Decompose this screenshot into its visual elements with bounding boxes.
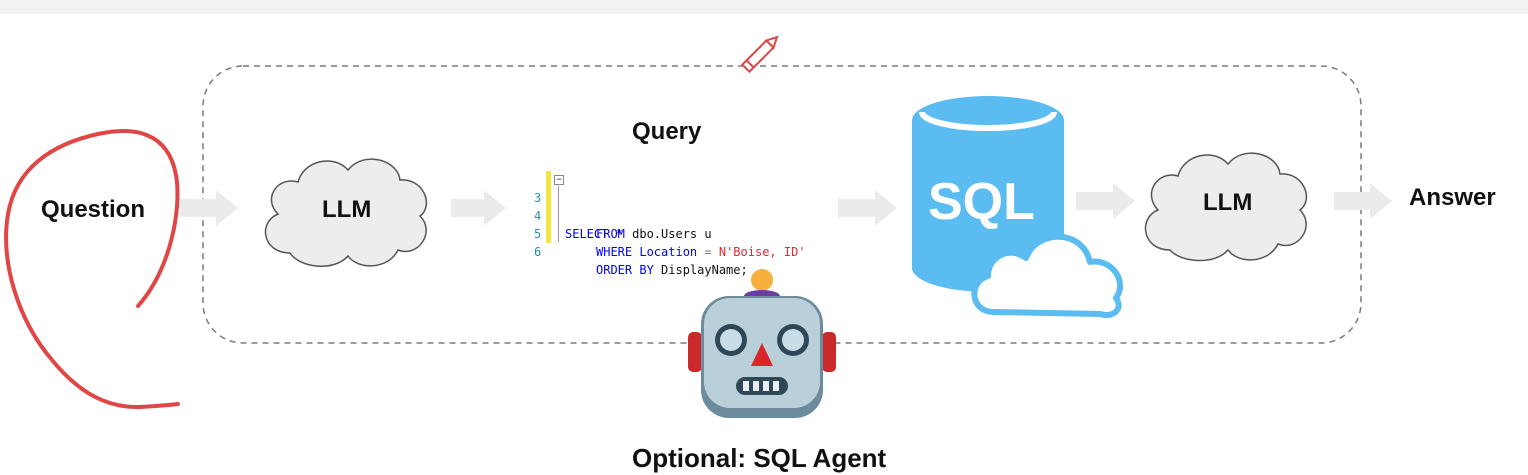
arrow-icon (838, 190, 897, 226)
top-bar (0, 0, 1528, 14)
agent-label: Optional: SQL Agent (632, 443, 887, 473)
code-keyword: ORDER BY (596, 263, 654, 277)
code-text: dbo.Users u (624, 227, 712, 241)
code-keyword: FROM (596, 227, 625, 241)
robot-icon (688, 269, 836, 418)
code-line: 3 − SELECT * (534, 171, 623, 241)
arrow-icon (1076, 183, 1135, 219)
line-number: 5 (534, 227, 542, 241)
line-number: 4 (534, 209, 542, 223)
code-string: N'Boise, ID' (718, 245, 806, 259)
llm-cloud-1 (264, 158, 428, 268)
code-identifier: Location (632, 245, 698, 259)
code-text: * (608, 227, 623, 241)
code-keyword: SELECT (565, 227, 609, 241)
code-line: 4 FROM dbo.Users u (534, 189, 712, 241)
code-keyword: WHERE (596, 245, 633, 259)
llm-label-2: LLM (1203, 189, 1253, 216)
fold-toggle-icon[interactable]: − (554, 175, 564, 185)
changed-lines-marker (546, 171, 551, 243)
hand-drawn-circle (4, 129, 180, 410)
code-line: 5 WHERE Location = N'Boise, ID' (534, 207, 806, 259)
arrow-icon (1334, 183, 1392, 219)
query-title: Query (632, 118, 702, 145)
pencil-icon[interactable] (740, 33, 780, 74)
line-number: 6 (534, 245, 542, 259)
sql-label: SQL (928, 173, 1035, 231)
code-operator: = (697, 245, 719, 259)
cloud-icon (971, 233, 1124, 318)
code-text: DisplayName; (653, 263, 748, 277)
arrow-icon (451, 190, 506, 226)
database-icon (912, 96, 1064, 292)
llm-cloud-2 (1144, 152, 1308, 262)
llm-label-1: LLM (322, 196, 372, 223)
arrow-icon (180, 190, 238, 226)
sql-query-snippet: 3 − SELECT * 4 FROM dbo.Users u 5 WHERE … (534, 171, 806, 277)
question-label: Question (41, 196, 146, 223)
code-line: 6 ORDER BY DisplayName; (534, 225, 748, 277)
fold-guide (558, 186, 559, 242)
line-number: 3 (534, 191, 542, 205)
answer-label: Answer (1409, 184, 1496, 211)
